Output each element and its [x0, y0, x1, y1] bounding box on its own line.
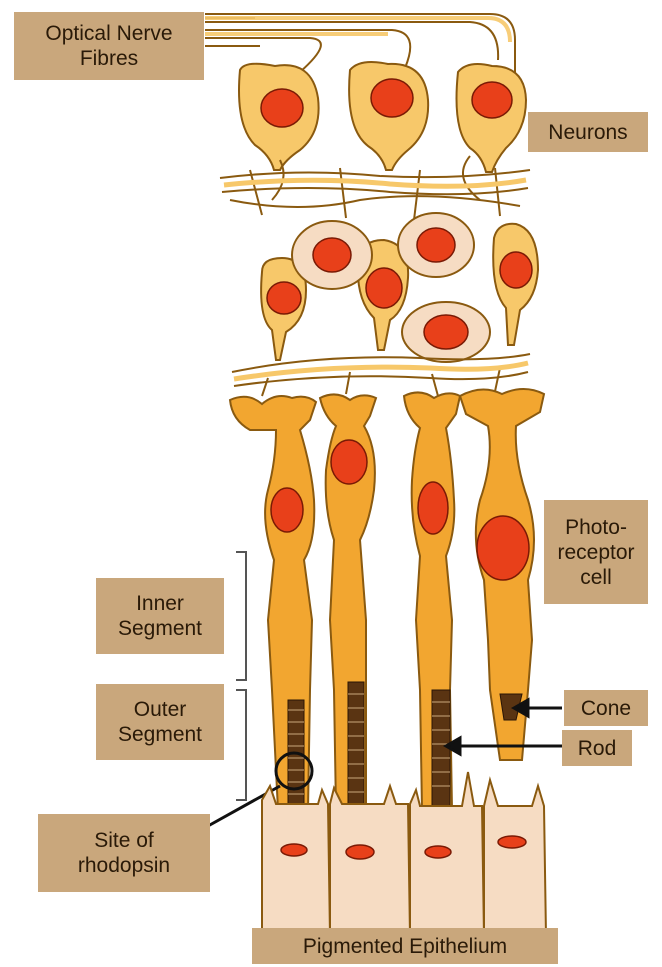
- label-photoreceptor-cell: Photo- receptor cell: [544, 500, 648, 604]
- label-inner-segment-line2: Segment: [118, 616, 202, 641]
- label-rod: Rod: [562, 730, 632, 766]
- label-pigmented-epithelium-line1: Pigmented Epithelium: [303, 934, 507, 959]
- label-outer-segment-line2: Segment: [118, 722, 202, 747]
- label-optical-nerve-fibres-line1: Optical Nerve: [45, 21, 172, 46]
- label-photoreceptor-line3: cell: [580, 565, 612, 590]
- label-neurons: Neurons: [528, 112, 648, 152]
- label-inner-segment-line1: Inner: [136, 591, 184, 616]
- label-photoreceptor-line2: receptor: [557, 540, 634, 565]
- label-site-of-rhodopsin: Site of rhodopsin: [38, 814, 210, 892]
- label-cone: Cone: [564, 690, 648, 726]
- label-outer-segment-line1: Outer: [134, 697, 187, 722]
- label-photoreceptor-line1: Photo-: [565, 515, 627, 540]
- label-neurons-line1: Neurons: [548, 120, 627, 145]
- label-inner-segment: Inner Segment: [96, 578, 224, 654]
- inner-plexiform-fill: [224, 180, 526, 186]
- label-optical-nerve-fibres-line2: Fibres: [80, 46, 138, 71]
- label-site-of-rhodopsin-line1: Site of: [94, 828, 154, 853]
- label-site-of-rhodopsin-line2: rhodopsin: [78, 853, 170, 878]
- label-outer-segment: Outer Segment: [96, 684, 224, 760]
- segment-brackets: [236, 552, 246, 800]
- label-rod-line1: Rod: [578, 736, 617, 761]
- label-cone-line1: Cone: [581, 696, 631, 721]
- label-optical-nerve-fibres: Optical Nerve Fibres: [14, 12, 204, 80]
- label-pigmented-epithelium: Pigmented Epithelium: [252, 928, 558, 964]
- cone-arrow: [514, 700, 562, 716]
